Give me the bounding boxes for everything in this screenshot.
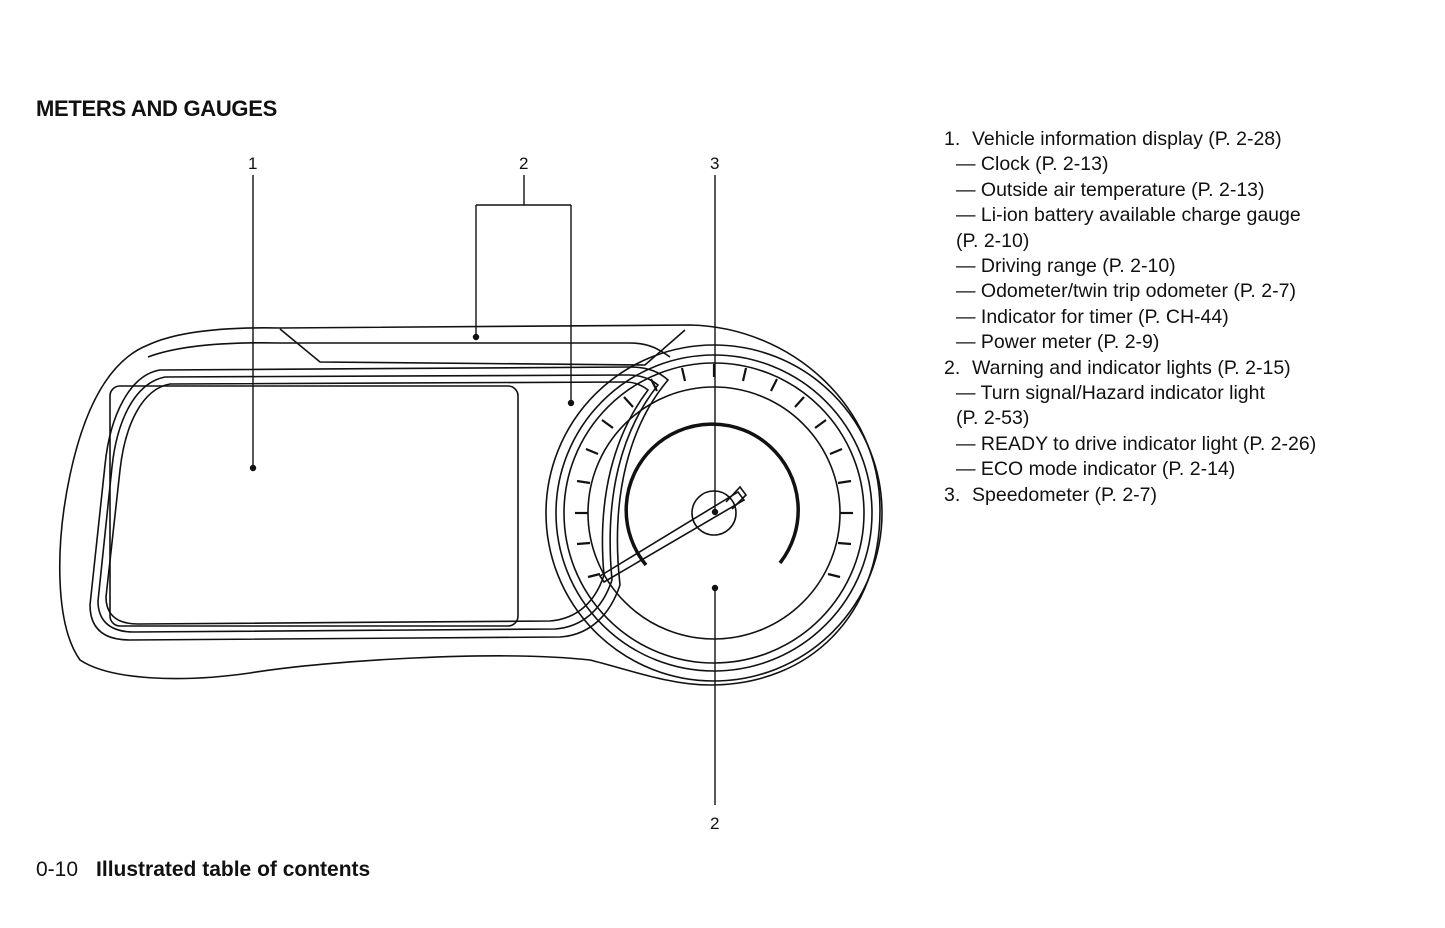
- legend-item: 1. Vehicle information display (P. 2-28): [944, 127, 1414, 152]
- legend-subitem-continuation: (P. 2-10): [956, 229, 1030, 252]
- visor-trim: [279, 328, 686, 366]
- legend-subitem: — READY to drive indicator light (P. 2-2…: [956, 432, 1317, 455]
- vehicle-information-display: [109, 385, 519, 627]
- page-footer: 0-10 Illustrated table of contents: [36, 858, 370, 882]
- section-title: METERS AND GAUGES: [36, 96, 277, 121]
- callout-1: 1: [248, 154, 257, 173]
- screen-bezel-outer: [89, 366, 670, 641]
- speedometer-ticks: [575, 364, 853, 579]
- legend-text: Vehicle information display (P. 2-28): [972, 128, 1282, 150]
- speedometer-needle: [598, 490, 746, 584]
- legend-number: 3.: [944, 483, 961, 506]
- callout-2-top: 2: [519, 154, 528, 173]
- callout-3: 3: [710, 154, 719, 173]
- legend-subitem: — Power meter (P. 2-9): [956, 331, 1160, 354]
- meter-cluster-illustration: 1 2 3 2: [30, 145, 910, 845]
- legend-text: Warning and indicator lights (P. 2-15): [972, 356, 1291, 379]
- legend-subitem: — Driving range (P. 2-10): [956, 255, 1176, 278]
- legend-subitem: — Outside air temperature (P. 2-13): [956, 178, 1265, 201]
- footer-title: Illustrated table of contents: [96, 858, 371, 881]
- legend-text: Speedometer (P. 2-7): [972, 483, 1157, 506]
- cluster-housing-outline: [58, 324, 881, 686]
- legend-subitem: — Li-ion battery available charge gauge: [956, 204, 1301, 227]
- legend-item: 2. Warning and indicator lights (P. 2-15): [944, 356, 1414, 381]
- legend-subitem: — Odometer/twin trip odometer (P. 2-7): [956, 280, 1296, 303]
- legend-number: 1.: [944, 128, 961, 150]
- legend-subitem: — ECO mode indicator (P. 2-14): [956, 458, 1236, 481]
- needle-hub: [691, 490, 737, 536]
- leader-lines: [249, 175, 719, 805]
- legend-number: 2.: [944, 356, 961, 379]
- speedometer-outer-ring: [545, 344, 883, 682]
- legend-subitem: — Clock (P. 2-13): [956, 153, 1109, 176]
- legend-subitem: — Turn signal/Hazard indicator light: [956, 382, 1265, 405]
- page-number: 0-10: [36, 858, 79, 881]
- power-meter-arc: [624, 422, 800, 567]
- legend-subitem: — Indicator for timer (P. CH-44): [956, 305, 1229, 328]
- legend-subitem-continuation: (P. 2-53): [956, 407, 1030, 430]
- callout-2-bottom: 2: [710, 814, 719, 833]
- legend-item: 3. Speedometer (P. 2-7): [944, 483, 1414, 508]
- component-legend: 1.Vehicle information display (P. 2-28) …: [944, 127, 1414, 508]
